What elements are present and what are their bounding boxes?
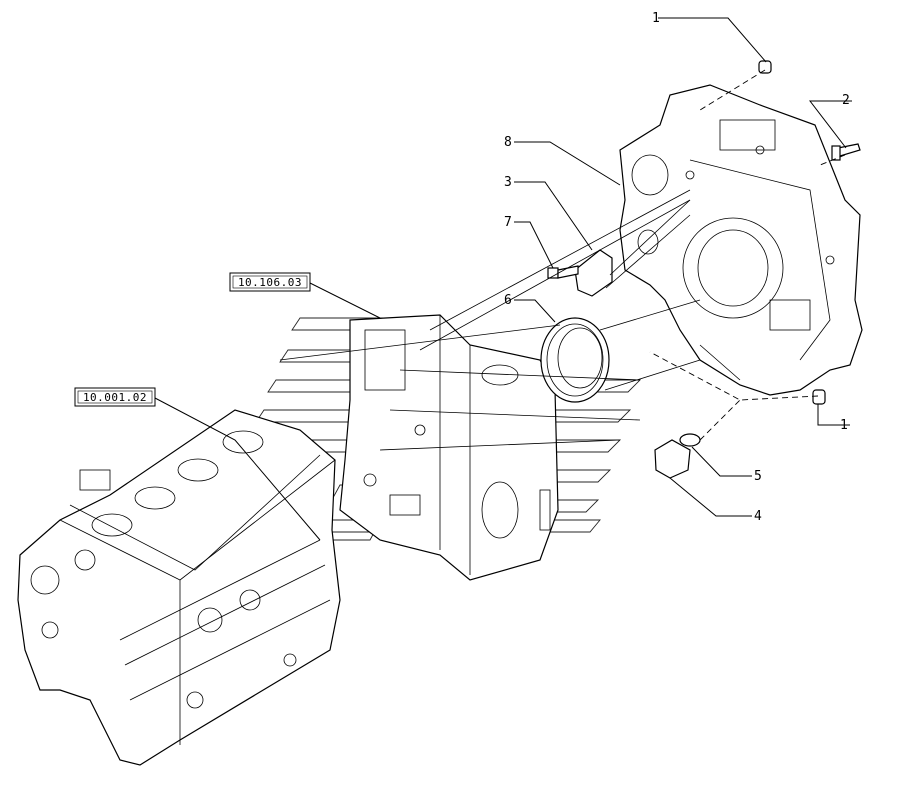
- part-seal-ring-6: [540, 317, 610, 403]
- part-plug-4: [654, 439, 691, 479]
- reference-label-bottom: 10.001.02: [83, 391, 147, 404]
- part-bolt-7: [547, 265, 579, 279]
- callout-4: 4: [754, 509, 762, 524]
- part-washer-5: [679, 433, 701, 447]
- reference-label-top: 10.106.03: [238, 276, 302, 289]
- part-nut-bottom: [812, 389, 826, 405]
- callout-3: 3: [504, 175, 512, 190]
- flywheel-housing: [619, 84, 863, 396]
- part-bolt-2: [831, 143, 861, 161]
- part-cover-plate-3: [574, 249, 613, 297]
- reference-box-top: 10.106.03: [229, 272, 311, 292]
- callout-5: 5: [754, 469, 762, 484]
- callout-7: 7: [504, 215, 512, 230]
- part-nut-top: [758, 60, 772, 74]
- callout-1-top: 1: [652, 11, 660, 26]
- callout-6: 6: [504, 293, 512, 308]
- callout-2: 2: [842, 93, 850, 108]
- callout-8: 8: [504, 135, 512, 150]
- callout-1-bottom: 1: [840, 418, 848, 433]
- reference-box-bottom: 10.001.02: [74, 387, 156, 407]
- assembly-lines: [279, 69, 846, 451]
- engine-block: [17, 409, 341, 766]
- leader-lines: [154, 17, 852, 541]
